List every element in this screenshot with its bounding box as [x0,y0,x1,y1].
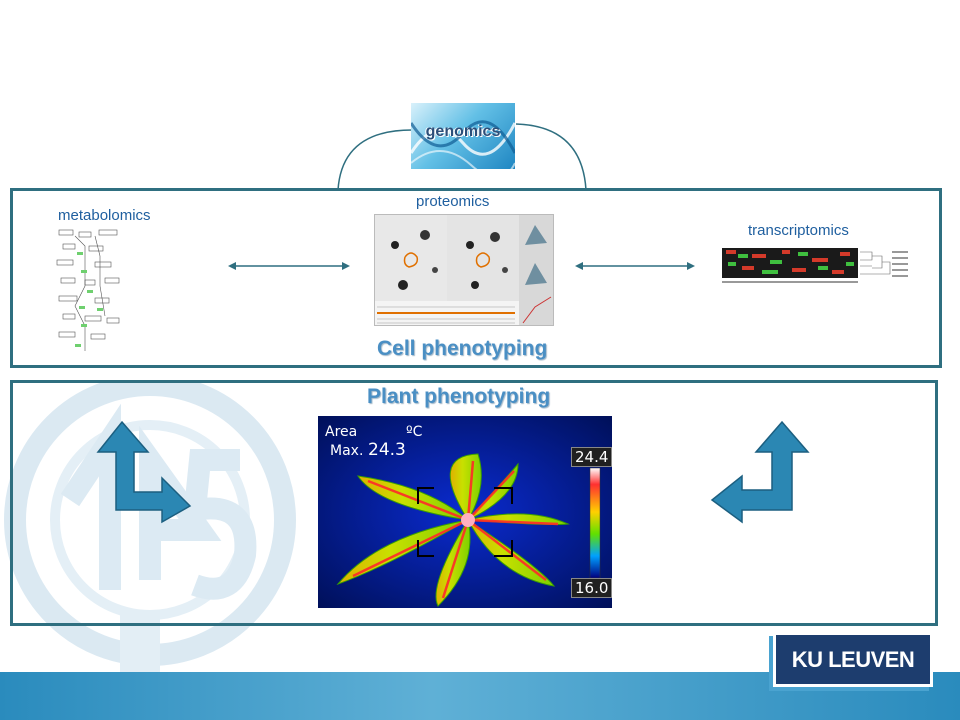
thermal-plant-image: Area Max. 24.3 ºC 24.4 16.0 [318,416,612,608]
metabolomics-pathway-image [55,226,125,356]
thermal-unit: ºC [406,424,423,440]
bent-arrow-right-icon [710,420,810,524]
transcriptomics-heatmap-image [722,248,910,286]
thermal-max-value: 24.3 [368,440,406,460]
thermal-area-label: Area [325,424,358,440]
genomics-arc [337,123,587,191]
genomics-label: genomics [425,123,501,140]
metabolomics-label: metabolomics [58,207,151,224]
plant-phenotyping-panel [10,380,938,626]
double-arrow-left [228,262,350,270]
transcriptomics-label: transcriptomics [748,222,849,239]
ku-leuven-logo: KU LEUVEN [773,632,933,687]
thermal-scale-max: 24.4 [571,447,612,467]
proteomics-label: proteomics [416,193,490,210]
cell-phenotyping-title: Cell phenotyping [377,337,548,360]
bent-arrow-left-icon [96,420,192,524]
dna-helix-icon [411,120,515,169]
thermal-scale-min: 16.0 [571,578,612,598]
double-arrow-right [575,262,695,270]
cell-phenotyping-panel [10,188,942,368]
thermal-max-label: Max. [330,443,364,459]
plant-phenotyping-title: Plant phenotyping [367,385,551,408]
proteomics-gel-image [374,214,554,326]
genomics-image: genomics [411,103,515,169]
ku-leuven-logo-text: KU LEUVEN [791,647,915,672]
